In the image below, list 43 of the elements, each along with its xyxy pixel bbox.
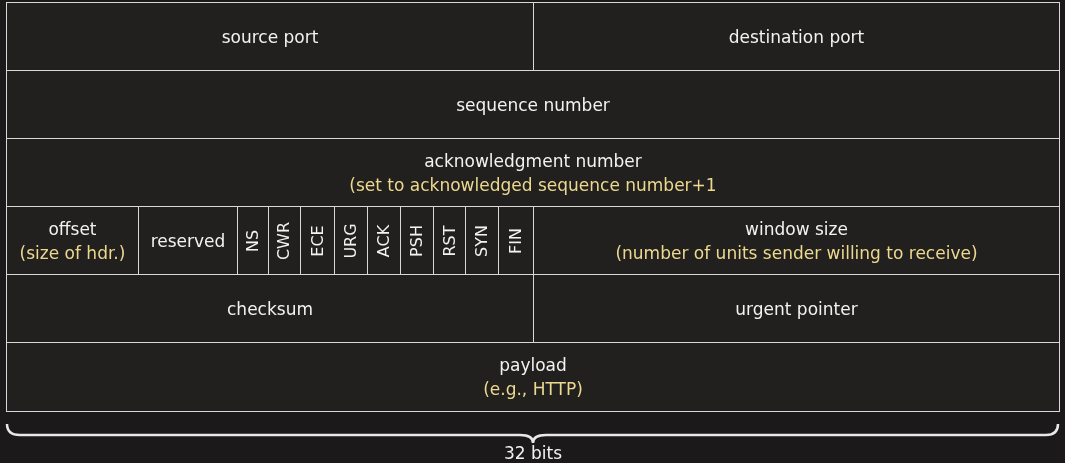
field-name: SYN <box>471 224 492 257</box>
header-field <box>6 70 1060 139</box>
field-name: acknowledgment number <box>424 149 642 173</box>
field-name: payload <box>499 354 567 377</box>
field-name: FIN <box>505 227 526 254</box>
field-name: NS <box>242 229 263 252</box>
field-note: (set to acknowledged sequence number+1 <box>349 173 717 197</box>
field-name: PSH <box>406 224 427 257</box>
field-name: ACK <box>373 224 394 257</box>
header-field <box>433 206 466 275</box>
header-field <box>533 2 1060 71</box>
width-label: 32 bits <box>502 442 564 463</box>
field-name: checksum <box>227 297 313 321</box>
header-field <box>6 138 1060 207</box>
field-note: (size of hdr.) <box>19 241 126 265</box>
field-name: RST <box>438 225 460 256</box>
field-note: (e.g., HTTP) <box>483 378 583 401</box>
header-field <box>367 206 401 275</box>
field-name: window size <box>745 217 848 241</box>
header-field <box>465 206 499 275</box>
header-field <box>400 206 434 275</box>
header-field <box>498 206 534 275</box>
header-field <box>6 274 534 343</box>
header-field <box>6 2 534 71</box>
header-field <box>237 206 269 275</box>
field-name: sequence number <box>456 93 610 117</box>
header-field <box>138 206 238 275</box>
field-name: URG <box>340 222 361 259</box>
field-name: reserved <box>150 229 226 253</box>
header-field <box>334 206 368 275</box>
field-name: urgent pointer <box>735 297 858 321</box>
field-name: destination port <box>728 25 865 49</box>
header-field <box>533 274 1060 343</box>
field-name: ECE <box>306 224 328 257</box>
header-field <box>268 206 301 275</box>
header-field <box>533 206 1060 275</box>
field-note: (number of units sender willing to receive) <box>615 241 978 265</box>
field-name: offset <box>48 217 97 241</box>
header-field <box>6 206 139 275</box>
field-name: CWR <box>273 221 295 260</box>
header-field <box>6 342 1060 412</box>
field-name: source port <box>221 25 319 49</box>
header-field <box>300 206 335 275</box>
